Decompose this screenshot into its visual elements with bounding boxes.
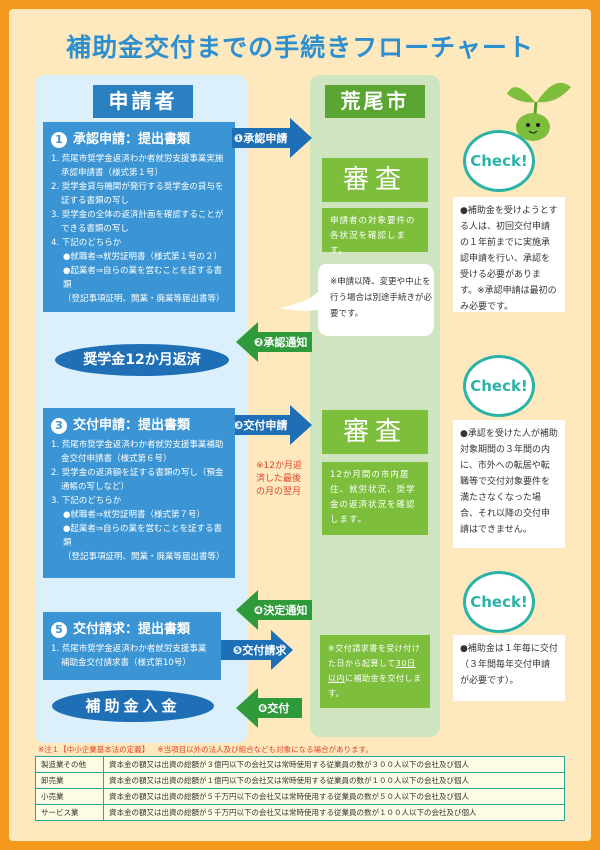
step-heading: 交付申請：提出書類	[73, 418, 191, 433]
document-item: 4. 下記のどちらか	[51, 238, 122, 248]
page-title: 補助金交付までの手続きフローチャート	[66, 33, 534, 62]
step3-documents-box: 3 交付申請：提出書類 1. 荒尾市奨学金返済わか者就労支援事業補助金交付申請書（…	[43, 408, 235, 578]
review-box-1: 審査	[322, 158, 428, 202]
document-item: 1. 荒尾市奨学金返済わか者就労支援事業補助金交付請求書（様式第10号）	[51, 644, 207, 668]
document-item: 1. 荒尾市奨学金返済わか者就労支援事業実施承認申請書（様式第１号）	[51, 154, 224, 178]
applicant-header: 申請者	[93, 85, 193, 118]
document-subitem: ●就職者⇒就労証明書（様式第７号）	[63, 510, 206, 520]
payment-note: ※交付請求書を受け付けた日から起算して30日以内に補助金を交付します。	[320, 635, 430, 708]
document-subitem: （登記事項証明、開業・廃業等届出書等）	[63, 552, 225, 562]
review-box-2: 審査	[322, 410, 428, 454]
speech-bubble	[280, 264, 434, 336]
footnote: ※注１【中小企業基本法の定義】※当項目以外の法人及び組合なども対象になる場合があ…	[38, 745, 373, 754]
change-notice: ※申請以降、変更や中止を行う場合は別途手続きが必要です。	[330, 277, 433, 319]
arrow-payment: ❻交付	[236, 688, 302, 728]
review-desc-2: 12か月間の市内居住、就労状況、奨学金の返済状況を確認します。	[322, 462, 428, 535]
document-subitem: ●起業者⇒自らの業を営むことを証する書類	[63, 266, 223, 290]
check-bubble-1: Check!	[463, 130, 535, 192]
document-subitem: ●起業者⇒自らの業を営むことを証する書類	[63, 524, 223, 548]
check-text-2: ●承認を受けた人が補助対象期間の３年間の内に、市外への転居や転職等で交付対象要件…	[453, 420, 565, 548]
table-row: 製造業その他資本金の額又は出資の総額が３億円以下の会社又は常時使用する従業員の数…	[35, 756, 565, 773]
step1-documents-box: 1 承認申請：提出書類 1. 荒尾市奨学金返済わか者就労支援事業実施承認申請書（様…	[43, 122, 235, 312]
arrow-grant-application: ❸交付申請	[232, 405, 312, 445]
arrow-approval-notice: ❷承認通知	[236, 322, 312, 362]
repayment-12-months: 奨学金12か月返済	[55, 344, 229, 376]
document-subitem: ●就職者⇒就労証明書（様式第１号の２）	[63, 252, 223, 262]
step5-documents-box: 5 交付請求：提出書類 1. 荒尾市奨学金返済わか者就労支援事業補助金交付請求書（…	[43, 612, 221, 680]
timing-note: ※12か月返済した最後の月の翌月	[256, 461, 302, 497]
check-text-1: ●補助金を受けようとする人は、初回交付申請の１年前までに実施承認申請を行い、承認…	[453, 197, 565, 312]
arrow-approval-request: ❶承認申請	[232, 118, 312, 158]
sme-definition-table: 製造業その他資本金の額又は出資の総額が３億円以下の会社又は常時使用する従業員の数…	[35, 756, 565, 821]
check-bubble-3: Check!	[463, 571, 535, 633]
document-item: 1. 荒尾市奨学金返済わか者就労支援事業補助金交付申請書（様式第６号）	[51, 440, 224, 464]
document-item: 2. 奨学金の返済額を証する書類の写し（預金通帳の写しなど）	[51, 468, 224, 492]
table-row: サービス業資本金の額又は出資の総額が５千万円以下の会社又は常時使用する従業員の数…	[35, 804, 565, 821]
arrow-decision-notice: ❹決定通知	[236, 590, 312, 630]
step-heading: 交付請求：提出書類	[73, 622, 191, 637]
check-text-3: ●補助金は１年毎に交付（３年間毎年交付申請が必要です）。	[453, 635, 565, 701]
document-subitem: （登記事項証明、開業・廃業等届出書等）	[63, 294, 225, 304]
step-number-badge: 5	[51, 622, 67, 638]
document-item: 3. 下記のどちらか	[51, 496, 122, 506]
document-item: 3. 奨学金の全体の返済計画を確認することができる書類の写し	[51, 210, 224, 234]
step-heading: 承認申請：提出書類	[73, 132, 191, 147]
table-row: 卸売業資本金の額又は出資の総額が１億円以下の会社又は常時使用する従業員の数が１０…	[35, 772, 565, 789]
sprout-mascot-icon	[507, 82, 571, 141]
step-number-badge: 1	[51, 132, 67, 148]
step-number-badge: 3	[51, 418, 67, 434]
subsidy-deposit: 補助金入金	[52, 690, 214, 722]
document-item: 2. 奨学金貸与機関が発行する奨学金の貸与を証する書類の写し	[51, 182, 224, 206]
table-row: 小売業資本金の額又は出資の総額が５千万円以下の会社又は常時使用する従業員の数が５…	[35, 788, 565, 805]
review-desc-1: 申請者の対象要件の各状況を確認します。	[322, 208, 428, 256]
city-header: 荒尾市	[325, 85, 425, 118]
arrow-payment-request: ❺交付請求	[213, 630, 293, 670]
check-bubble-2: Check!	[463, 355, 535, 417]
